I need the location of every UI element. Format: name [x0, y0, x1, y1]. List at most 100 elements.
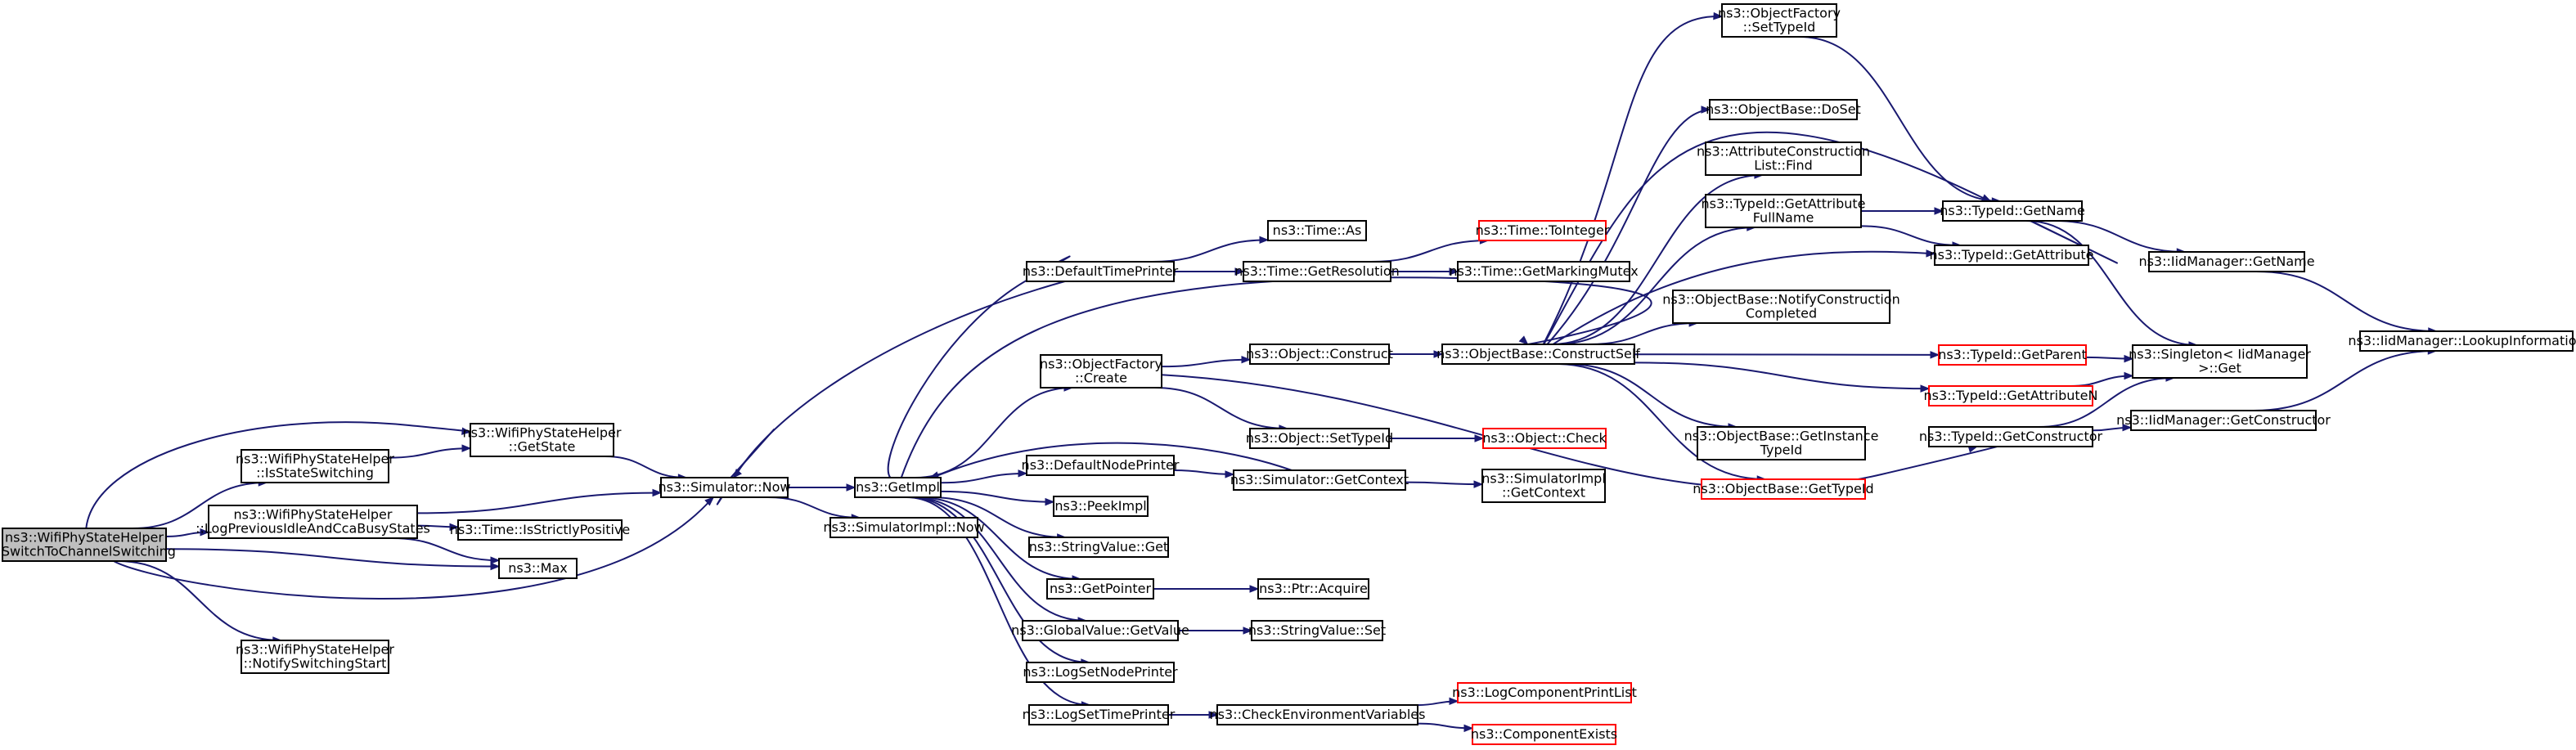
node-box-isstatesw[interactable] — [241, 449, 389, 483]
node-box-constructself[interactable] — [1441, 344, 1635, 365]
node-box-getstate[interactable] — [470, 423, 614, 457]
node-logsettime[interactable]: ns3::LogSetTimePrinter — [1023, 704, 1176, 725]
node-ofsettypeid[interactable]: ns3::ObjectFactory::SetTypeId — [1718, 3, 1841, 38]
node-box-simgetcontext[interactable] — [1233, 469, 1406, 491]
node-box-singleton[interactable] — [2132, 344, 2308, 379]
node-tidgetattr[interactable]: ns3::TypeId::GetAttribute — [1929, 245, 2094, 266]
node-box-getinsttypeid[interactable] — [1697, 426, 1866, 460]
node-strvalset[interactable]: ns3::StringValue::Set — [1248, 620, 1386, 641]
node-box-timetoint[interactable] — [1478, 220, 1607, 241]
node-simgetcontext[interactable]: ns3::Simulator::GetContext — [1230, 469, 1409, 491]
node-ofcreate[interactable]: ns3::ObjectFactory::Create — [1040, 354, 1162, 388]
node-objcheck[interactable]: ns3::Object::Check — [1482, 428, 1607, 449]
node-getstate[interactable]: ns3::WifiPhyStateHelper::GetState — [463, 423, 622, 457]
node-box-notifyconstr[interactable] — [1672, 290, 1890, 324]
node-compexists[interactable]: ns3::ComponentExists — [1471, 724, 1617, 745]
node-iidlookup[interactable]: ns3::IidManager::LookupInformation — [2348, 330, 2576, 352]
node-logprev[interactable]: ns3::WifiPhyStateHelper::LogPreviousIdle… — [196, 505, 430, 539]
node-box-defnodeprinter[interactable] — [1026, 455, 1175, 476]
node-box-ofcreate[interactable] — [1040, 354, 1162, 388]
node-box-obgettypeid[interactable] — [1701, 478, 1866, 500]
node-box-globalvalue[interactable] — [1022, 620, 1179, 641]
node-doset[interactable]: ns3::ObjectBase::DoSet — [1706, 99, 1861, 120]
node-box-simimplgetctx[interactable] — [1481, 469, 1606, 503]
node-isstrict[interactable]: ns3::Time::IsStrictlyPositive — [450, 519, 631, 541]
node-objsettypeid[interactable]: ns3::Object::SetTypeId — [1246, 428, 1393, 449]
node-tidgetattrn[interactable]: ns3::TypeId::GetAttributeN — [1924, 385, 2098, 406]
node-box-peekimpl[interactable] — [1053, 496, 1149, 517]
node-box-tidgetparent[interactable] — [1938, 344, 2087, 366]
node-box-simimplnow[interactable] — [829, 517, 978, 538]
node-box-getpointer[interactable] — [1046, 578, 1154, 600]
node-box-logprev[interactable] — [208, 505, 418, 539]
node-peekimpl[interactable]: ns3::PeekImpl — [1053, 496, 1149, 517]
node-box-iidlookup[interactable] — [2359, 330, 2574, 352]
node-checkenv[interactable]: ns3::CheckEnvironmentVariables — [1210, 704, 1426, 725]
node-constructself[interactable]: ns3::ObjectBase::ConstructSelf — [1436, 344, 1640, 365]
node-box-tidgetname[interactable] — [1942, 200, 2083, 222]
node-max[interactable]: ns3::Max — [498, 558, 578, 579]
node-simnow[interactable]: ns3::Simulator::Now — [659, 477, 791, 498]
node-objconstruct[interactable]: ns3::Object::Construct — [1246, 344, 1393, 365]
node-box-timemarking[interactable] — [1457, 261, 1630, 282]
node-strvalget[interactable]: ns3::StringValue::Get — [1028, 537, 1169, 558]
node-box-simnow[interactable] — [660, 477, 789, 498]
node-box-timeas[interactable] — [1267, 220, 1367, 241]
node-box-iidgetconstr[interactable] — [2130, 410, 2317, 431]
node-simimplgetctx[interactable]: ns3::SimulatorImpl::GetContext — [1481, 469, 1606, 503]
node-logsetnode[interactable]: ns3::LogSetNodePrinter — [1023, 662, 1178, 683]
node-box-strvalget[interactable] — [1028, 537, 1169, 558]
node-ptracquire[interactable]: ns3::Ptr::Acquire — [1257, 578, 1369, 600]
node-globalvalue[interactable]: ns3::GlobalValue::GetValue — [1011, 620, 1189, 641]
node-obgettypeid[interactable]: ns3::ObjectBase::GetTypeId — [1693, 478, 1874, 500]
node-tidgetname[interactable]: ns3::TypeId::GetName — [1940, 200, 2085, 222]
node-iidgetname[interactable]: ns3::IidManager::GetName — [2138, 251, 2315, 272]
node-box-tidgetattrn[interactable] — [1928, 385, 2093, 406]
node-box-switch[interactable] — [2, 528, 167, 562]
node-box-max[interactable] — [498, 558, 578, 579]
node-box-timegetres[interactable] — [1243, 261, 1391, 282]
node-timemarking[interactable]: ns3::Time::GetMarkingMutex — [1449, 261, 1639, 282]
node-isstatesw[interactable]: ns3::WifiPhyStateHelper::IsStateSwitchin… — [236, 449, 394, 483]
node-box-getimpl[interactable] — [854, 477, 942, 498]
node-deftimeprinter[interactable]: ns3::DefaultTimePrinter — [1023, 261, 1179, 282]
node-box-ofsettypeid[interactable] — [1721, 3, 1837, 38]
node-box-logsettime[interactable] — [1028, 704, 1169, 725]
node-box-attrfind[interactable] — [1705, 141, 1862, 176]
node-box-objconstruct[interactable] — [1249, 344, 1390, 365]
node-box-ptracquire[interactable] — [1257, 578, 1369, 600]
node-box-objcheck[interactable] — [1482, 428, 1607, 449]
node-box-strvalset[interactable] — [1251, 620, 1383, 641]
node-box-deftimeprinter[interactable] — [1026, 261, 1175, 282]
node-logcompprint[interactable]: ns3::LogComponentPrintList — [1452, 682, 1637, 703]
node-box-logsetnode[interactable] — [1026, 662, 1175, 683]
node-box-logcompprint[interactable] — [1457, 682, 1632, 703]
node-box-tidgetconstr[interactable] — [1928, 426, 2093, 447]
node-box-iidgetname[interactable] — [2148, 251, 2305, 272]
node-box-objsettypeid[interactable] — [1249, 428, 1390, 449]
node-box-compexists[interactable] — [1472, 724, 1616, 745]
node-simimplnow[interactable]: ns3::SimulatorImpl::Now — [823, 517, 985, 538]
node-switch[interactable]: ns3::WifiPhyStateHelper::SwitchToChannel… — [0, 528, 176, 562]
node-box-getattrfull[interactable] — [1705, 194, 1862, 228]
node-timeas[interactable]: ns3::Time::As — [1267, 220, 1367, 241]
node-iidgetconstr[interactable]: ns3::IidManager::GetConstructor — [2116, 410, 2331, 431]
node-getimpl[interactable]: ns3::GetImpl — [854, 477, 942, 498]
node-box-tidgetattr[interactable] — [1934, 245, 2089, 266]
node-box-isstrict[interactable] — [457, 519, 623, 541]
node-notifyconstr[interactable]: ns3::ObjectBase::NotifyConstructionCompl… — [1662, 290, 1900, 324]
node-notifysw[interactable]: ns3::WifiPhyStateHelper::NotifySwitching… — [236, 640, 394, 674]
node-defnodeprinter[interactable]: ns3::DefaultNodePrinter — [1022, 455, 1180, 476]
node-box-checkenv[interactable] — [1216, 704, 1418, 725]
node-tidgetparent[interactable]: ns3::TypeId::GetParent — [1938, 344, 2087, 366]
node-timegetres[interactable]: ns3::Time::GetResolution — [1234, 261, 1400, 282]
node-box-notifysw[interactable] — [241, 640, 389, 674]
node-tidgetconstr[interactable]: ns3::TypeId::GetConstructor — [1919, 426, 2103, 447]
node-timetoint[interactable]: ns3::Time::ToInteger — [1476, 220, 1610, 241]
node-getpointer[interactable]: ns3::GetPointer — [1046, 578, 1154, 600]
node-singleton[interactable]: ns3::Singleton< IidManager >::Get — [2129, 344, 2311, 379]
node-box-doset[interactable] — [1709, 99, 1858, 120]
